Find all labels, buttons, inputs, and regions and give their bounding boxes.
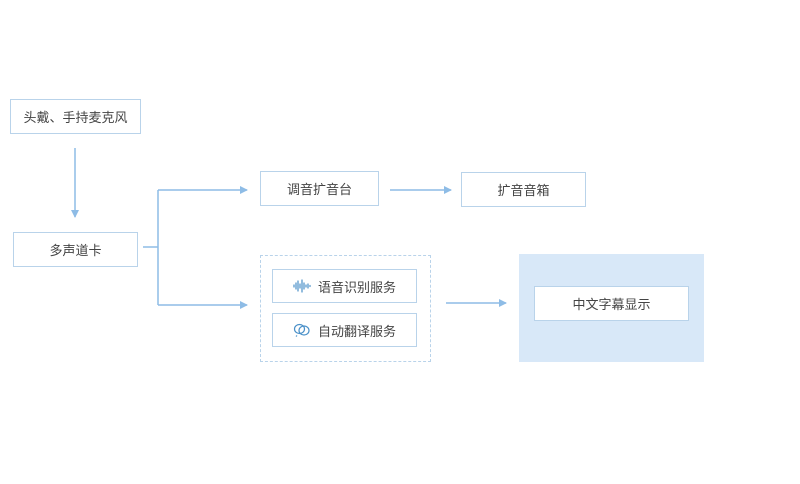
auto-translate-node: 自动翻译服务 [272, 313, 417, 347]
translate-bubble-icon [293, 323, 311, 337]
speech-recognition-node-label: 语音识别服务 [317, 280, 396, 296]
sound-card-node: 多声道卡 [13, 232, 138, 267]
auto-translate-node-label: 自动翻译服务 [317, 324, 396, 340]
speaker-node: 扩音音箱 [461, 172, 586, 207]
mixer-node: 调音扩音台 [260, 171, 379, 206]
mixer-node-label: 调音扩音台 [286, 183, 352, 198]
mic-node-label: 头戴、手持麦克风 [23, 111, 128, 126]
speaker-node-label: 扩音音箱 [497, 184, 550, 199]
subtitle-display-node: 中文字幕显示 [534, 286, 689, 321]
sound-card-node-label: 多声道卡 [49, 244, 102, 259]
ai-services-group [260, 255, 431, 362]
mic-node: 头戴、手持麦克风 [10, 99, 141, 134]
subtitle-display-node-label: 中文字幕显示 [572, 298, 651, 313]
sound-wave-icon [293, 279, 311, 293]
speech-recognition-node: 语音识别服务 [272, 269, 417, 303]
